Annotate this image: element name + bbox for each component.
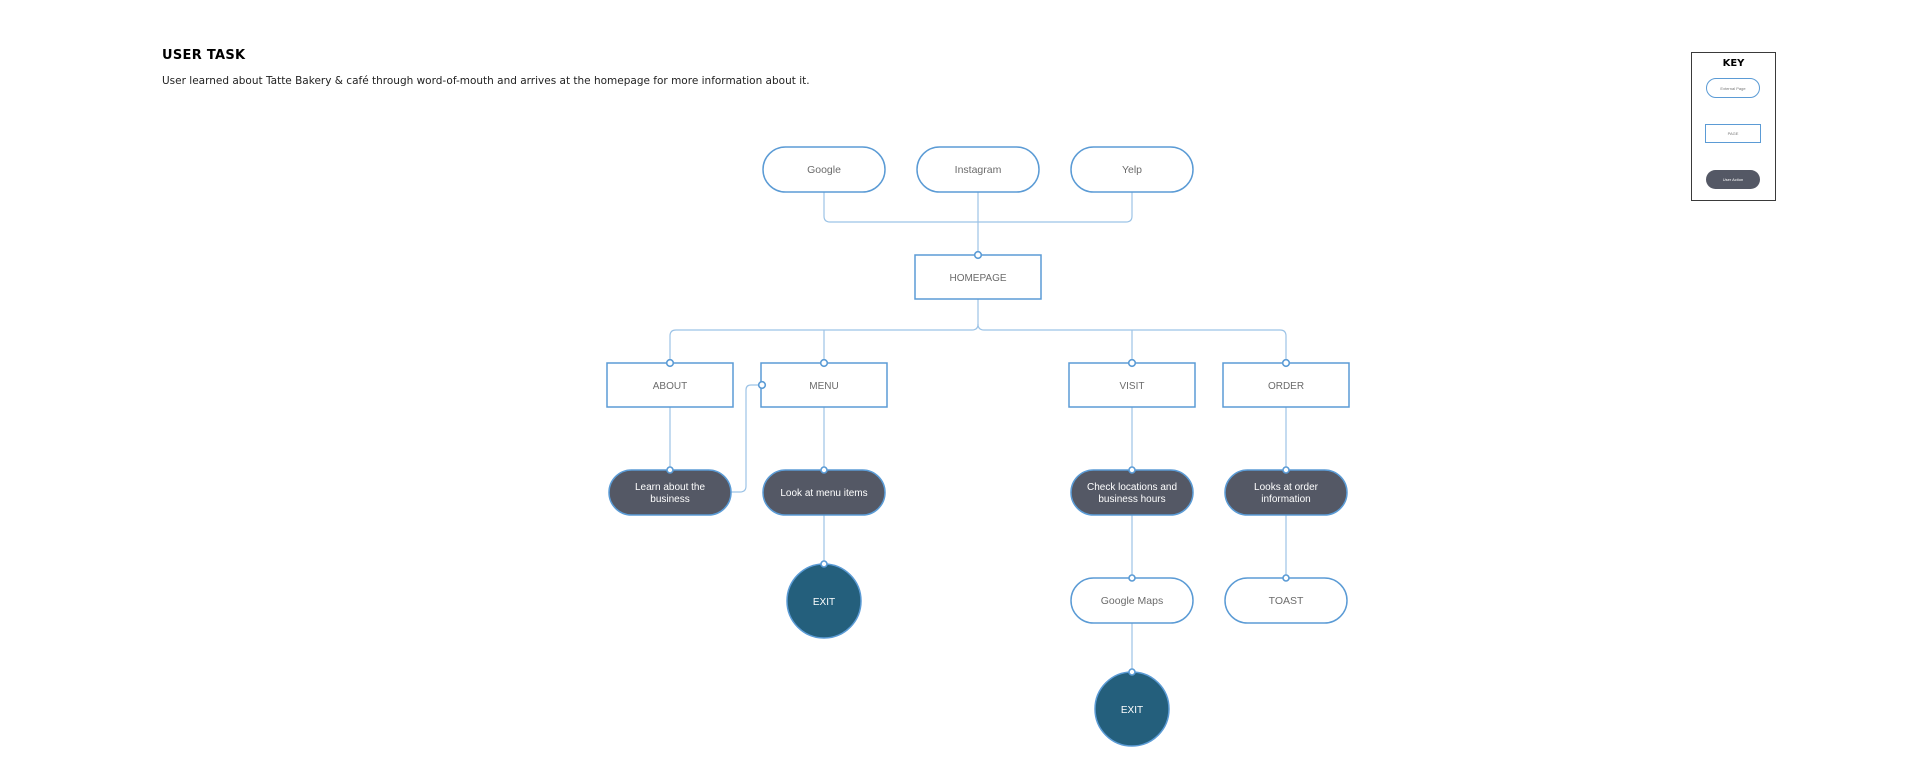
handle-menu-top [819, 358, 829, 368]
about-label: ABOUT [653, 381, 687, 392]
page-visit[interactable]: VISIT [1068, 362, 1196, 408]
connection-handles [665, 250, 1291, 676]
handle-exit-visit-top [1128, 668, 1136, 676]
external-page-toast[interactable]: TOAST [1224, 577, 1348, 624]
key-external-page: External Page [1706, 78, 1760, 98]
order-info-label-line1: Looks at order [1254, 482, 1319, 493]
order-info-label-line2: information [1261, 494, 1310, 505]
handle-about-top [665, 358, 675, 368]
exit-menu-label: EXIT [813, 597, 835, 608]
order-label: ORDER [1268, 381, 1304, 392]
learn-to-menu-connector [730, 384, 762, 493]
google-label: Google [807, 164, 841, 176]
action-looks-at-order-info[interactable]: Looks at order information [1224, 469, 1348, 516]
google-maps-label: Google Maps [1101, 595, 1163, 607]
legend-key: KEY External Page PAGE User Action [1691, 52, 1776, 201]
key-user-action: User Action [1706, 170, 1760, 189]
handle-order-top [1281, 358, 1291, 368]
check-label-line1: Check locations and [1087, 482, 1177, 493]
visit-label: VISIT [1119, 381, 1144, 392]
learn-label-line1: Learn about the [635, 482, 705, 493]
toast-label: TOAST [1269, 595, 1304, 607]
key-title: KEY [1722, 58, 1745, 69]
action-learn-about-business[interactable]: Learn about the business [608, 469, 732, 516]
handle-menu-left [757, 380, 767, 390]
handle-homepage-top [973, 250, 983, 260]
key-page: PAGE [1705, 124, 1761, 143]
external-page-instagram[interactable]: Instagram [916, 146, 1040, 193]
handle-visit-top [1127, 358, 1137, 368]
instagram-label: Instagram [955, 164, 1002, 176]
exit-node-menu[interactable]: EXIT [786, 563, 862, 639]
handle-looks-top [1282, 466, 1290, 474]
learn-label-line2: business [650, 494, 689, 505]
page-order[interactable]: ORDER [1222, 362, 1350, 408]
handle-look-top [820, 466, 828, 474]
action-look-at-menu-items[interactable]: Look at menu items [762, 469, 886, 516]
action-check-locations[interactable]: Check locations and business hours [1070, 469, 1194, 516]
user-task-description: User learned about Tatte Bakery & café t… [162, 75, 810, 87]
handle-exit-menu-top [820, 560, 828, 568]
page-homepage[interactable]: HOMEPAGE [914, 254, 1042, 300]
page-about[interactable]: ABOUT [606, 362, 734, 408]
page-menu[interactable]: MENU [760, 362, 888, 408]
handle-learn-top [666, 466, 674, 474]
look-menu-label: Look at menu items [780, 488, 867, 499]
homepage-right-branch-connector [977, 323, 1287, 362]
homepage-label: HOMEPAGE [949, 273, 1006, 284]
check-label-line2: business hours [1098, 494, 1165, 505]
user-task-title: USER TASK [162, 48, 246, 63]
exit-visit-label: EXIT [1121, 705, 1143, 716]
yelp-label: Yelp [1122, 164, 1142, 176]
connectors [669, 191, 1287, 672]
exit-node-visit[interactable]: EXIT [1094, 671, 1170, 747]
handle-toast-top [1282, 574, 1290, 582]
external-page-google-maps[interactable]: Google Maps [1070, 577, 1194, 624]
external-page-yelp[interactable]: Yelp [1070, 146, 1194, 193]
menu-label: MENU [809, 381, 838, 392]
external-page-google[interactable]: Google [762, 146, 886, 193]
handle-maps-top [1128, 574, 1136, 582]
handle-check-top [1128, 466, 1136, 474]
